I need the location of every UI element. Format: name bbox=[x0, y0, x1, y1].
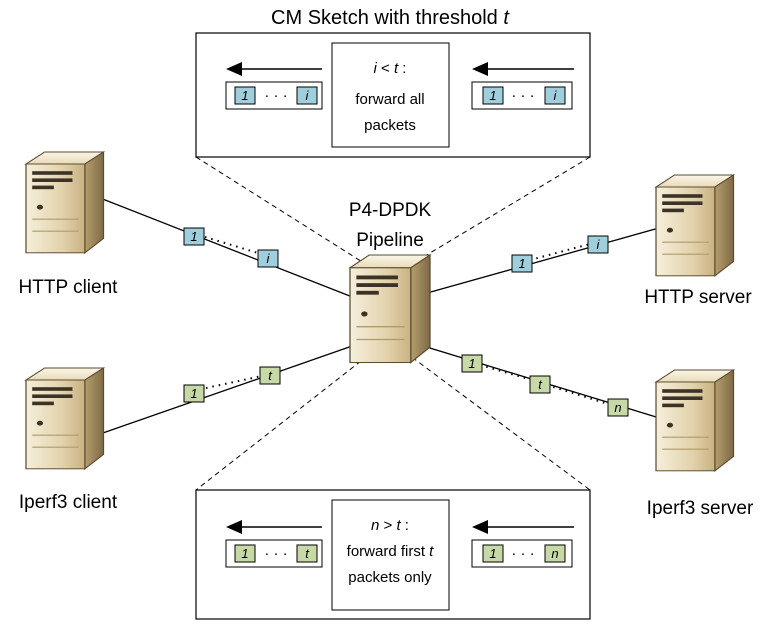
http-server-label: HTTP server bbox=[644, 287, 752, 308]
bottom-condition-line3: packets only bbox=[348, 569, 432, 586]
iperf-client-server-icon bbox=[25, 367, 105, 470]
svg-text:n: n bbox=[614, 400, 621, 415]
link-iperf-client bbox=[99, 344, 356, 435]
svg-text:· · ·: · · · bbox=[264, 545, 287, 562]
http-client-label: HTTP client bbox=[19, 277, 119, 298]
packet bbox=[257, 249, 279, 268]
svg-text:i: i bbox=[306, 88, 310, 103]
top-condition-line1: i < t : bbox=[374, 60, 407, 77]
link-http-server bbox=[419, 225, 667, 296]
packet bbox=[587, 235, 609, 254]
packet bbox=[296, 86, 318, 105]
svg-text:· · ·: · · · bbox=[264, 87, 287, 104]
packet bbox=[461, 354, 483, 373]
bottom-condition-line1: n > t : bbox=[371, 517, 409, 534]
left-arrow-icon bbox=[472, 520, 574, 534]
pipeline-label-line1: P4-DPDK bbox=[349, 200, 432, 221]
bottom-detail-box: n > t : forward first t packets only 1 ·… bbox=[195, 489, 591, 620]
svg-text:1: 1 bbox=[518, 256, 525, 271]
top-left-queue: 1 · · · i bbox=[225, 81, 323, 110]
packet bbox=[544, 544, 566, 563]
top-condition-line3: packets bbox=[364, 117, 416, 134]
iperf-server-packets: 1 t n bbox=[461, 354, 629, 417]
top-condition-line2: forward all bbox=[355, 91, 424, 108]
pipeline-label-line2: Pipeline bbox=[356, 230, 424, 251]
left-arrow-icon bbox=[472, 62, 574, 76]
svg-text:1: 1 bbox=[468, 356, 475, 371]
svg-text:1: 1 bbox=[241, 88, 248, 103]
svg-text:1: 1 bbox=[190, 386, 197, 401]
bottom-zoom-lines bbox=[195, 349, 591, 491]
top-condition-box bbox=[331, 42, 450, 148]
link-http-client bbox=[99, 197, 361, 301]
pipeline-server-icon bbox=[349, 254, 431, 364]
svg-text:· · ·: · · · bbox=[511, 545, 534, 562]
packet bbox=[296, 544, 318, 563]
left-arrow-icon bbox=[226, 520, 322, 534]
packet bbox=[482, 544, 504, 563]
svg-text:1: 1 bbox=[489, 546, 496, 561]
svg-text:1: 1 bbox=[241, 546, 248, 561]
iperf-server-server-icon bbox=[655, 369, 735, 472]
svg-text:i: i bbox=[597, 237, 601, 252]
svg-text:· · ·: · · · bbox=[511, 87, 534, 104]
packet bbox=[607, 398, 629, 417]
bottom-right-queue: 1 · · · n bbox=[471, 539, 573, 568]
http-client-packets: 1 i bbox=[183, 227, 279, 268]
http-client-server-icon bbox=[25, 151, 105, 254]
iperf-client-packets: 1 t bbox=[183, 366, 281, 403]
svg-text:i: i bbox=[554, 88, 558, 103]
svg-text:t: t bbox=[268, 368, 273, 383]
http-server-packets: 1 i bbox=[511, 235, 609, 273]
svg-text:t: t bbox=[538, 377, 543, 392]
packet bbox=[183, 384, 205, 403]
link-dots bbox=[204, 236, 609, 405]
packet bbox=[259, 366, 281, 385]
bottom-condition-line2: forward first t bbox=[347, 543, 435, 560]
top-right-queue: 1 · · · i bbox=[471, 81, 573, 110]
svg-text:n: n bbox=[551, 546, 558, 561]
packet bbox=[529, 375, 551, 394]
svg-text:1: 1 bbox=[489, 88, 496, 103]
svg-text:1: 1 bbox=[190, 229, 197, 244]
bottom-left-queue: 1 · · · t bbox=[225, 539, 323, 568]
top-title: CM Sketch with threshold t bbox=[271, 7, 510, 29]
packet bbox=[511, 254, 533, 273]
left-arrow-icon bbox=[226, 62, 322, 76]
http-server-server-icon bbox=[655, 174, 735, 277]
svg-text:t: t bbox=[305, 546, 310, 561]
packet bbox=[183, 227, 205, 246]
iperf-client-label: Iperf3 client bbox=[19, 492, 118, 513]
packet bbox=[482, 86, 504, 105]
packet bbox=[544, 86, 566, 105]
packet bbox=[234, 544, 256, 563]
bottom-condition-box bbox=[331, 499, 450, 611]
svg-text:i: i bbox=[267, 251, 271, 266]
iperf-server-label: Iperf3 server bbox=[647, 498, 754, 519]
packet bbox=[234, 86, 256, 105]
top-detail-box: i < t : forward all packets 1 · · · i 1 … bbox=[195, 32, 591, 158]
